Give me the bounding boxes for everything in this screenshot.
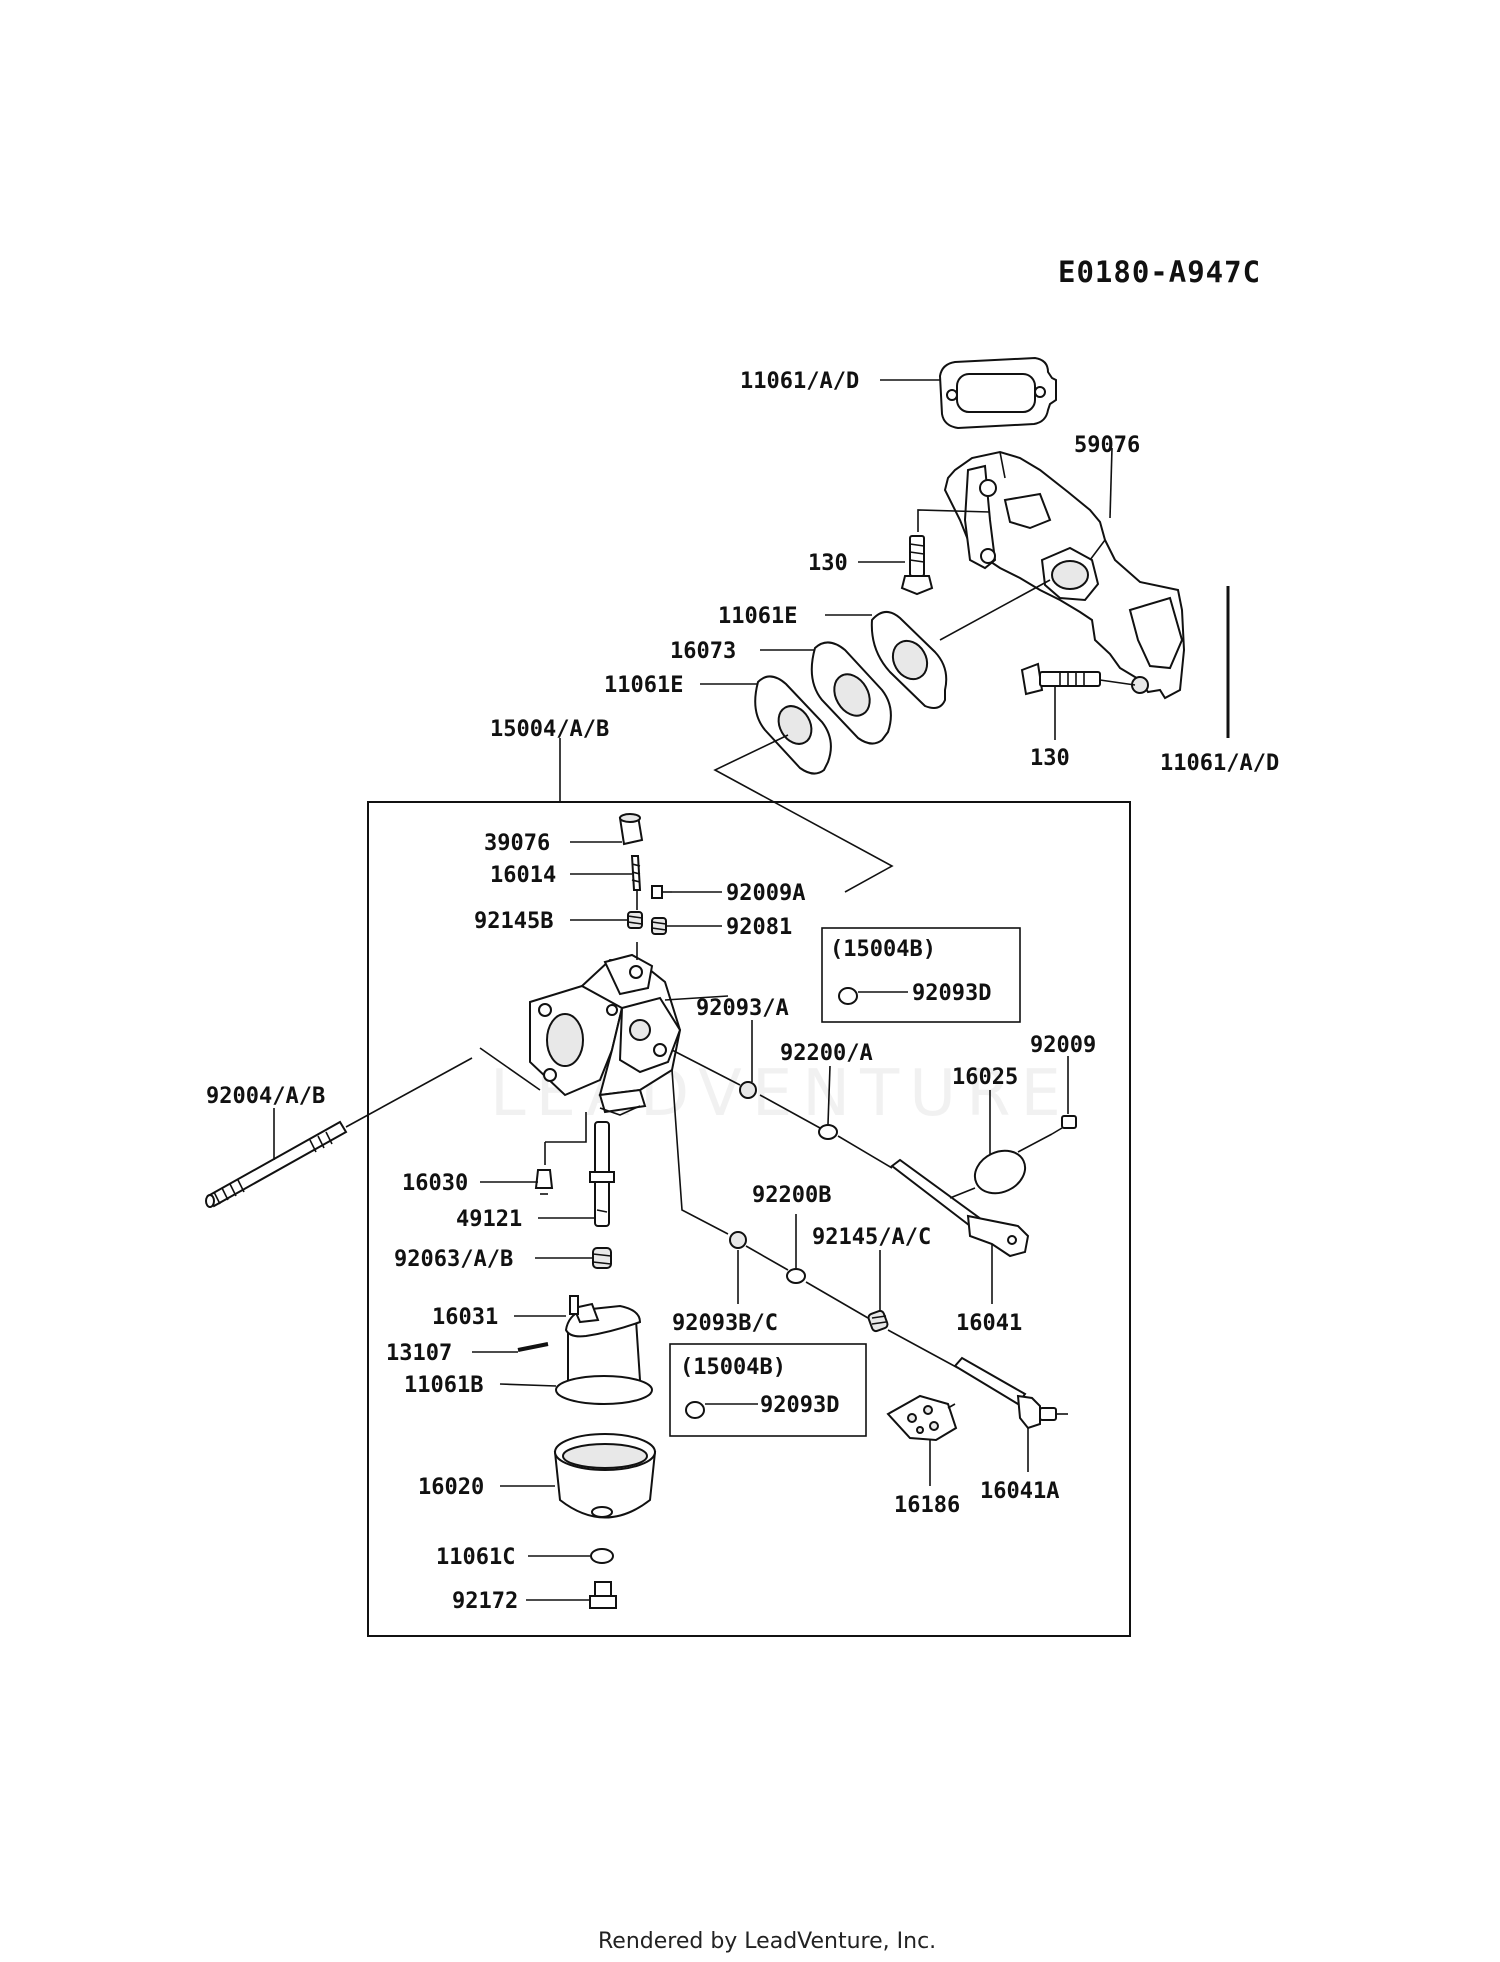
spring-92081: [651, 917, 667, 935]
inset-part-upper: 92093D: [912, 981, 991, 1006]
label-11061-a-d-top: 11061/A/D: [740, 369, 859, 394]
label-11061b: 11061B: [404, 1373, 483, 1398]
inset-title-lower: (15004B): [680, 1355, 786, 1380]
label-92172: 92172: [452, 1589, 518, 1614]
part-16014: [630, 855, 642, 910]
plate-16025: [973, 1149, 1027, 1195]
carburetor-assembly-box: [367, 801, 1131, 1637]
label-130-bottom: 130: [1030, 746, 1070, 771]
gasket-11061-a-d-top: [938, 356, 1057, 430]
gasket-11061e-upper: [870, 611, 948, 709]
intake-manifold-59076: [943, 450, 1186, 700]
label-11061-a-d-right: 11061/A/D: [1160, 751, 1279, 776]
label-92093b-c: 92093B/C: [672, 1311, 778, 1336]
screw-92009: [1051, 1115, 1077, 1135]
label-16041: 16041: [956, 1311, 1022, 1336]
label-92093-a: 92093/A: [696, 996, 789, 1021]
label-92009: 92009: [1030, 1033, 1096, 1058]
shaft-16041a: [953, 1356, 1068, 1430]
label-16014: 16014: [490, 863, 556, 888]
label-16073: 16073: [670, 639, 736, 664]
label-16031: 16031: [432, 1305, 498, 1330]
label-92081: 92081: [726, 915, 792, 940]
bolt-130-top: [900, 535, 934, 596]
shaft-16041: [890, 1158, 1030, 1258]
label-13107: 13107: [386, 1341, 452, 1366]
inset-box-15004b-upper: (15004B) 92093D: [821, 927, 1021, 1023]
diagram-code: E0180-A947C: [1058, 255, 1261, 289]
spring-92145b: [627, 911, 643, 929]
inset-box-15004b-lower: (15004B) 92093D: [669, 1343, 867, 1437]
label-92063: 92063/A/B: [394, 1247, 513, 1272]
label-92200b: 92200B: [752, 1183, 831, 1208]
label-59076: 59076: [1074, 433, 1140, 458]
part-39076: [618, 813, 644, 846]
bolt-130-bottom: [1020, 662, 1136, 696]
label-16030: 16030: [402, 1171, 468, 1196]
footer-credit: Rendered by LeadVenture, Inc.: [598, 1929, 936, 1954]
spring-92145-a-c: [867, 1309, 889, 1333]
ring-92093-a: [739, 1081, 757, 1099]
label-16020: 16020: [418, 1475, 484, 1500]
label-92004: 92004/A/B: [206, 1084, 325, 1109]
label-16186: 16186: [894, 1493, 960, 1518]
bolt-92172: [589, 1581, 617, 1609]
bowl-16020: [553, 1433, 657, 1519]
screw-92009a: [651, 885, 672, 899]
label-92145-a-c: 92145/A/C: [812, 1225, 931, 1250]
jet-16030: [534, 1169, 554, 1195]
plate-16186: [886, 1394, 958, 1442]
spring-92063-a-b: [592, 1247, 612, 1269]
label-39076: 39076: [484, 831, 550, 856]
label-16041a: 16041A: [980, 1479, 1059, 1504]
carburetor-body: [529, 953, 682, 1116]
label-130-top: 130: [808, 551, 848, 576]
spacer-16073: [810, 641, 892, 745]
gasket-11061e-lower: [754, 675, 832, 775]
label-11061c: 11061C: [436, 1545, 515, 1570]
label-16025: 16025: [952, 1065, 1018, 1090]
washer-92200b: [786, 1268, 806, 1284]
label-11061e-lower: 11061E: [604, 673, 683, 698]
label-49121: 49121: [456, 1207, 522, 1232]
float-16031: [564, 1295, 642, 1391]
label-92200-a: 92200/A: [780, 1041, 873, 1066]
pin-13107: [517, 1342, 549, 1352]
tube-49121: [589, 1121, 615, 1227]
gasket-11061b: [555, 1375, 653, 1405]
stud-92004-a-b: [205, 1120, 348, 1208]
washer-11061c: [590, 1548, 614, 1564]
ring-92093b-c: [729, 1231, 747, 1249]
label-92009a: 92009A: [726, 881, 805, 906]
washer-92200-a: [818, 1124, 838, 1140]
inset-title-upper: (15004B): [830, 937, 936, 962]
label-92145b: 92145B: [474, 909, 553, 934]
inset-part-lower: 92093D: [760, 1393, 839, 1418]
label-15004: 15004/A/B: [490, 717, 609, 742]
label-11061e-upper: 11061E: [718, 604, 797, 629]
